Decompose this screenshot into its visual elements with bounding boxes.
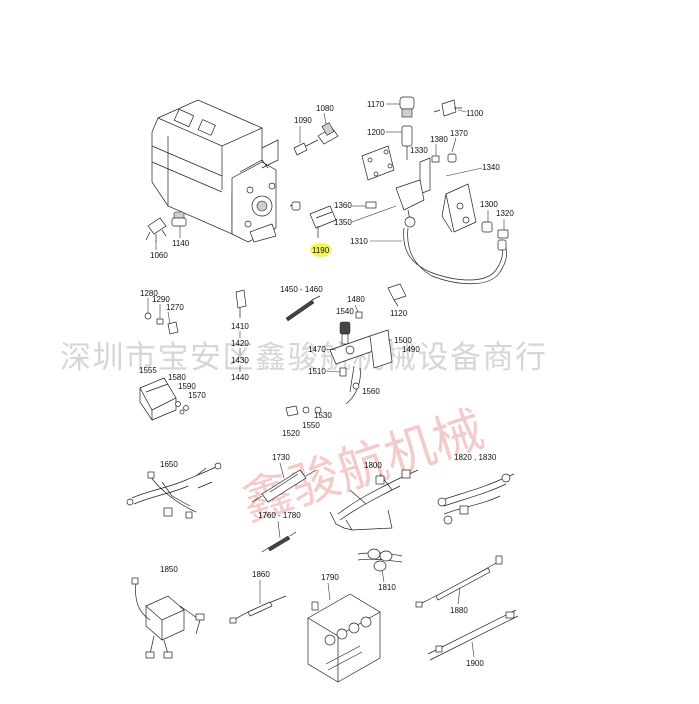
- label-1380: 1380: [430, 135, 448, 144]
- label-1430: 1430: [231, 356, 249, 365]
- label-1650: 1650: [160, 460, 178, 469]
- label-1320: 1320: [496, 209, 514, 218]
- label-1860: 1860: [252, 570, 270, 579]
- label-1730: 1730: [272, 453, 290, 462]
- label-1060: 1060: [150, 251, 168, 260]
- harness-1820-drawing: [437, 473, 515, 525]
- label-1350: 1350: [334, 218, 352, 227]
- label-1140: 1140: [172, 239, 190, 248]
- label-1300: 1300: [480, 200, 498, 209]
- label-1270: 1270: [166, 303, 184, 312]
- label-1410: 1410: [231, 322, 249, 331]
- fuse-holder-1730-drawing: [251, 469, 317, 503]
- sensor-1080-drawing: [293, 122, 339, 156]
- label-1440: 1440: [231, 373, 249, 382]
- label-1190: 1190: [312, 246, 330, 255]
- connector-1120-drawing: [387, 283, 407, 307]
- sensor-1060-drawing: [145, 211, 187, 242]
- highlight-1190: [310, 243, 332, 257]
- label-1280: 1280: [140, 289, 158, 298]
- glow-plug-drawing: [285, 295, 321, 322]
- relay-1555-drawing: [139, 377, 177, 422]
- mount-bracket-drawing: [441, 183, 477, 233]
- label-1520: 1520: [282, 429, 300, 438]
- heater-unit: [151, 99, 279, 243]
- label-1580: 1580: [168, 373, 186, 382]
- label-1570: 1570: [188, 391, 206, 400]
- label-1530: 1530: [314, 411, 332, 420]
- label-1080: 1080: [316, 104, 334, 113]
- cable-1900-drawing: [427, 609, 519, 661]
- label-1810: 1810: [378, 583, 396, 592]
- cable-1880-drawing: [415, 555, 503, 608]
- connector-1410-drawing: [235, 289, 247, 318]
- label-1370: 1370: [450, 129, 468, 138]
- control-box-1790-drawing: [307, 593, 381, 683]
- label-1555: 1555: [139, 366, 157, 375]
- harness-1800-drawing: [329, 469, 419, 531]
- label-1540: 1540: [336, 307, 354, 316]
- sensor-1100-drawing: [433, 99, 462, 117]
- fuel-hose-drawing: [403, 227, 507, 285]
- label-1120: 1120: [390, 309, 408, 318]
- label-1510: 1510: [308, 367, 326, 376]
- label-1330: 1330: [410, 146, 428, 155]
- harness-1650-drawing: [126, 462, 222, 519]
- cover-plate-drawing: [361, 145, 395, 181]
- connector-1810-drawing: [357, 548, 403, 572]
- watermark-band-text: 深圳市宝安区鑫骏航机械设备商行: [60, 340, 548, 376]
- fuse-1760-drawing: [261, 531, 297, 553]
- label-1340: 1340: [482, 163, 500, 172]
- control-1850-drawing: [131, 577, 205, 659]
- label-1790: 1790: [321, 573, 339, 582]
- fuel-pump-bracket-drawing: [395, 157, 431, 228]
- label-1480: 1480: [347, 295, 365, 304]
- label-1500: 1500: [394, 336, 412, 345]
- label-1880: 1880: [450, 606, 468, 615]
- label-1310: 1310: [350, 237, 368, 246]
- label-1100: 1100: [466, 109, 484, 118]
- label-1200: 1200: [367, 128, 385, 137]
- label-1420: 1420: [231, 339, 249, 348]
- label-1590: 1590: [178, 382, 196, 391]
- switch-1170-drawing: [399, 96, 415, 160]
- label-1490: 1490: [402, 345, 420, 354]
- part-1190-drawing: [289, 201, 337, 238]
- label-1820-1830: 1820 , 1830: [454, 453, 497, 462]
- label-1450-1460: 1450 - 1460: [280, 285, 323, 294]
- cable-1860-drawing: [229, 595, 287, 624]
- label-1560: 1560: [362, 387, 380, 396]
- label-1800: 1800: [364, 461, 382, 470]
- label-1470: 1470: [308, 345, 326, 354]
- label-1360: 1360: [334, 201, 352, 210]
- label-1760-1780: 1760 - 1780: [258, 511, 301, 520]
- label-1900: 1900: [466, 659, 484, 668]
- label-1550: 1550: [302, 421, 320, 430]
- label-1290: 1290: [152, 295, 170, 304]
- label-1090: 1090: [294, 116, 312, 125]
- label-1170: 1170: [367, 100, 385, 109]
- label-1850: 1850: [160, 565, 178, 574]
